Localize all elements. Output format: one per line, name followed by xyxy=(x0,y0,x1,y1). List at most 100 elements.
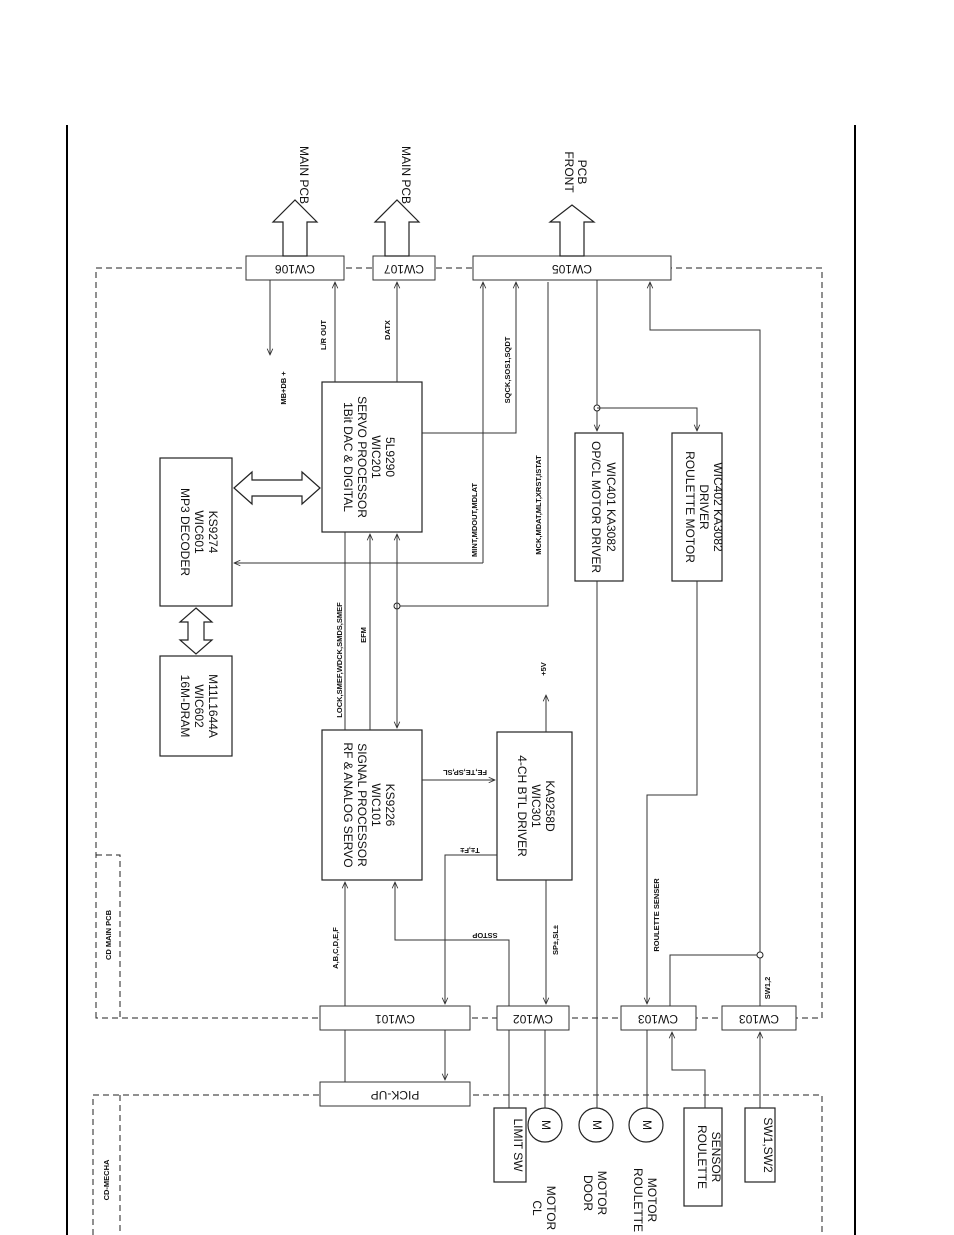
roulette-sensor-line1: ROULETTE xyxy=(695,1125,709,1189)
mp3-decoder-line1: MP3 DECODER xyxy=(178,488,192,576)
connector-cw106-label: CW106 xyxy=(275,262,315,276)
dram-line2: WIC602 xyxy=(192,684,206,728)
opcl-line2: WIC401 KA3082 xyxy=(604,462,618,552)
connector-cw103a xyxy=(620,1005,697,1031)
roulette-motor-symbol: M xyxy=(640,1120,654,1130)
connector-cw103a-label: CW103 xyxy=(638,1012,678,1026)
signal-datx: DATX xyxy=(383,320,392,340)
mp3-decoder-block xyxy=(159,457,233,607)
roulette-motor-label-1: ROULETTE xyxy=(631,1168,645,1232)
door-motor-icon xyxy=(578,1107,614,1143)
signal-mb-db: MB+DB + xyxy=(279,371,288,405)
connector-cw102-label: CW102 xyxy=(513,1012,553,1026)
node-sw12 xyxy=(756,951,764,959)
dram-block xyxy=(159,655,233,757)
signal-sw12: SW1,2 xyxy=(763,977,772,1000)
roulette-sensor-block xyxy=(683,1107,723,1207)
dac-line1: 1Bit DAC & DIGITAL xyxy=(341,402,355,512)
signal-fe-te: FE,TE,SP,SL xyxy=(443,768,487,777)
main-pcb-label-1: MAIN PCB xyxy=(297,146,311,204)
arrow-to-front-pcb xyxy=(548,204,596,257)
dac-line3: WIC201 xyxy=(369,435,383,479)
btl-line1: 4-CH BTL DRIVER xyxy=(515,755,529,857)
wire-sstop xyxy=(395,882,510,1006)
roulette-drv-line2: DRIVER xyxy=(697,484,711,530)
main-pcb-label-2: MAIN PCB xyxy=(399,146,413,204)
wire-tf xyxy=(445,854,497,1004)
mp3-decoder-line2: WIC601 xyxy=(192,510,206,554)
dac-servo-block xyxy=(321,381,423,533)
cl-motor-label-1: CL xyxy=(530,1200,544,1216)
signal-efm: EFM xyxy=(359,627,368,643)
limit-sw-block xyxy=(493,1107,527,1183)
btl-driver-block xyxy=(496,731,573,881)
wire-roulette-drv xyxy=(647,581,698,1004)
arrow-to-main-pcb-2 xyxy=(373,199,421,257)
rf-line3: WIC101 xyxy=(369,783,383,827)
roulette-drv-line3: WIC402 KA3082 xyxy=(711,462,725,552)
cl-motor-symbol: M xyxy=(539,1120,553,1130)
roulette-motor-icon xyxy=(628,1107,664,1143)
bus-arrow-mp3-dram xyxy=(178,607,214,655)
sw12-block xyxy=(744,1107,776,1183)
connector-cw101 xyxy=(319,1005,471,1031)
connector-cw105-label: CW105 xyxy=(552,262,592,276)
front-pcb-label-1: FRONT xyxy=(562,151,576,193)
mp3-decoder-line3: KS9274 xyxy=(206,511,220,554)
opcl-line1: OP/CL MOTOR DRIVER xyxy=(589,441,603,573)
wire-cw105-roulette xyxy=(597,407,697,431)
wire-roulette-senser xyxy=(669,954,760,1006)
signal-lr-out: L/R OUT xyxy=(319,320,328,350)
cd-main-pcb-label-frame xyxy=(96,854,121,1018)
signal-sqck: SQCK,SOS1,SQDT xyxy=(503,336,512,403)
sw12-label: SW1,SW2 xyxy=(761,1117,775,1173)
cd-main-pcb-label: CD MAIN PCB xyxy=(104,909,113,960)
connector-cw107-label: CW107 xyxy=(384,262,424,276)
roulette-motor-label-2: MOTOR xyxy=(645,1178,659,1223)
opcl-driver-block xyxy=(574,432,624,582)
limit-sw-label: LIMIT SW xyxy=(511,1118,525,1172)
bus-arrow-dac-mp3 xyxy=(233,470,321,506)
door-motor-label-1: DOOR xyxy=(581,1175,595,1211)
signal-mint: MINT,MDOUT,MDLAT xyxy=(470,483,479,557)
signal-sp-sl: SP±,SL± xyxy=(551,925,560,955)
rf-line2: SIGNAL PROCESSOR xyxy=(355,743,369,867)
dram-line3: M11L1644A xyxy=(206,674,220,738)
pickup-label: PICK-UP xyxy=(371,1088,420,1102)
roulette-sensor-line2: SENSOR xyxy=(709,1132,723,1183)
dac-line4: 5L9290 xyxy=(383,437,397,477)
btl-line2: WIC301 xyxy=(529,784,543,828)
connector-cw106 xyxy=(245,255,345,281)
rf-line1: RF & ANALOG SERVO xyxy=(341,742,355,867)
cd-mecha-label: CD-MECHA xyxy=(102,1159,111,1200)
connector-cw105 xyxy=(472,255,672,281)
wire-sqck xyxy=(422,282,516,434)
signal-mck: MCK,MDAT,MLT,XRST,ISTAT xyxy=(534,455,543,555)
front-pcb-label-2: PCB xyxy=(575,160,589,185)
door-motor-symbol: M xyxy=(590,1120,604,1130)
signal-5v: +5V xyxy=(539,662,548,676)
cl-motor-label-2: MOTOR xyxy=(544,1186,558,1231)
door-motor-label-2: MOTOR xyxy=(595,1171,609,1216)
connector-cw102 xyxy=(496,1005,570,1031)
dram-line1: 16M-DRAM xyxy=(178,675,192,738)
rf-line4: KS9226 xyxy=(383,784,397,827)
signal-sstop: SSTOP xyxy=(472,931,497,940)
roulette-drv-line1: ROULETTE MOTOR xyxy=(683,451,697,563)
wire-sensor-cw103 xyxy=(672,1032,706,1108)
connector-cw103b xyxy=(721,1005,797,1031)
rf-servo-block xyxy=(321,729,423,881)
wire-sw12 xyxy=(650,282,761,1006)
arrow-to-main-pcb-1 xyxy=(271,199,319,257)
cd-main-pcb-region xyxy=(95,267,823,1019)
connector-cw103b-label: CW103 xyxy=(739,1012,779,1026)
roulette-driver-block xyxy=(671,432,723,582)
signal-tf: T±,F± xyxy=(460,846,479,855)
dac-line2: SERVO PROCESSOR xyxy=(355,396,369,518)
connector-cw101-label: CW101 xyxy=(375,1012,415,1026)
wire-mck xyxy=(397,282,549,607)
btl-line3: KA9258D xyxy=(543,780,557,832)
signal-roulette-senser: ROULETTE SENSER xyxy=(652,878,661,952)
signal-lock: LOCK,SMEF,WDCK,SMDS,SMEF xyxy=(335,602,344,718)
